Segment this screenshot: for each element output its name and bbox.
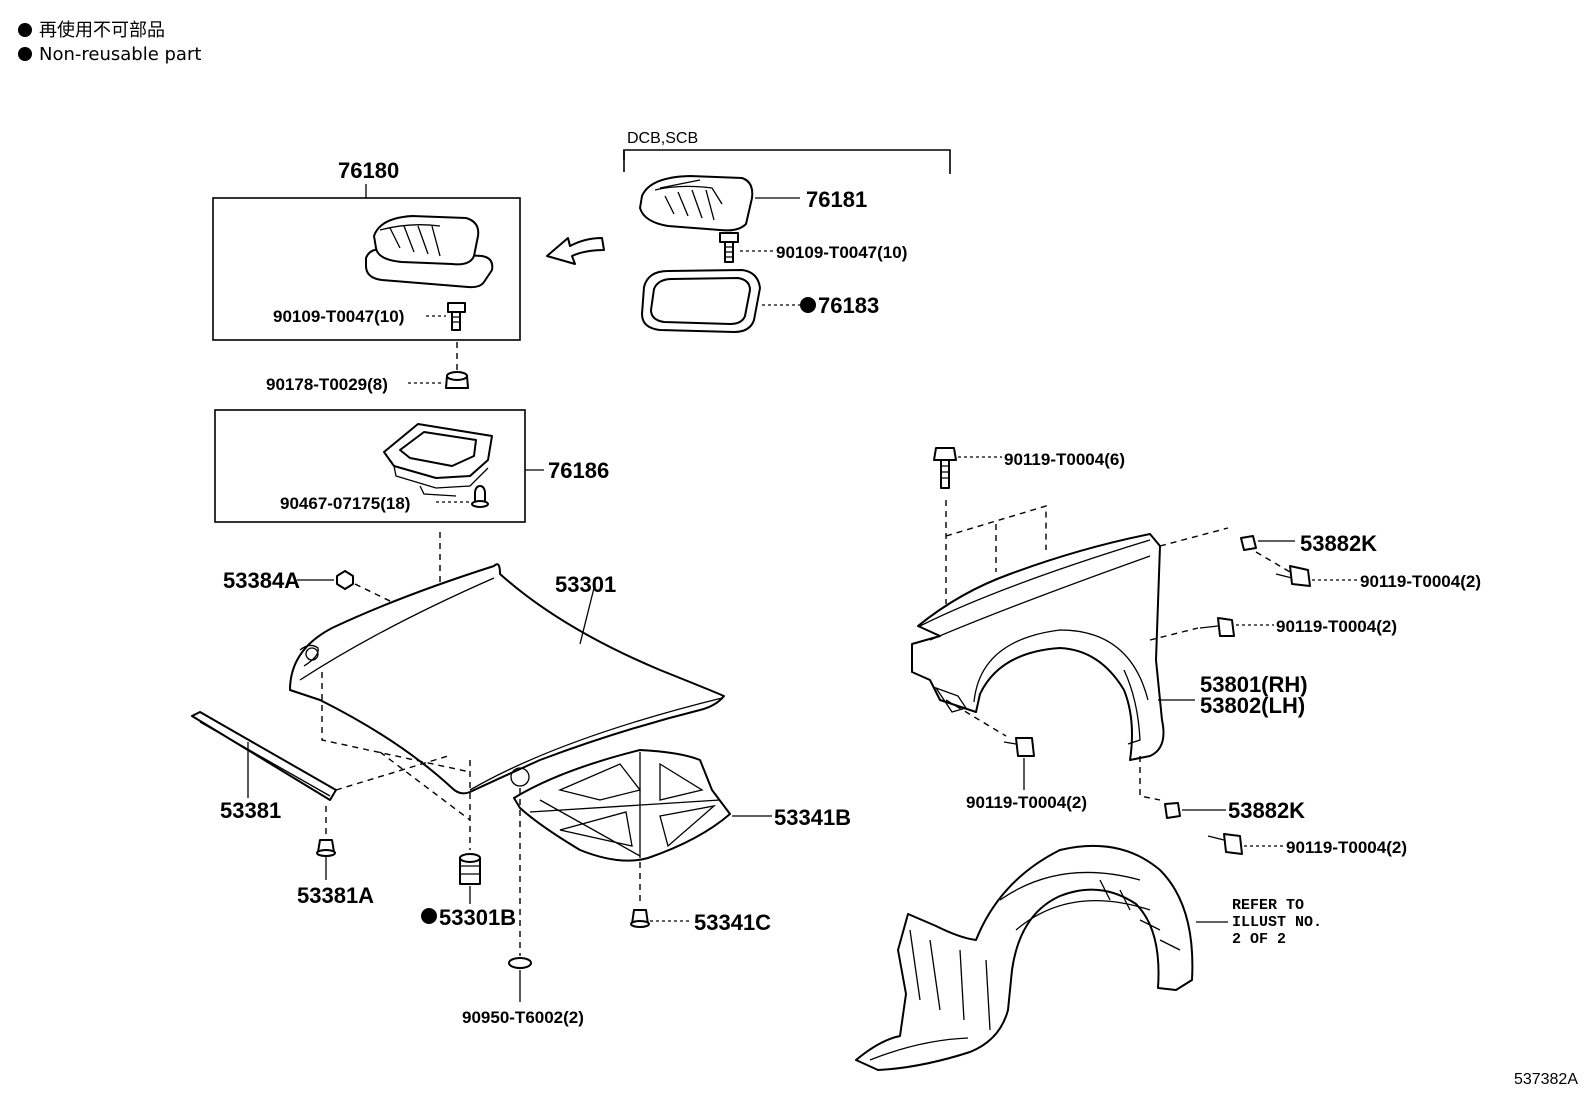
bolt-90119-top (933, 447, 1002, 489)
label-90178: 90178-T0029(8) (266, 375, 388, 394)
label-90109-group: 90109-T0047(10) (776, 243, 907, 262)
box-76186 (214, 409, 526, 523)
plug-90950 (508, 957, 532, 1002)
non-reusable-dot-icon (421, 908, 437, 924)
clip-53384A (297, 570, 393, 603)
label-53381: 53381 (220, 798, 281, 823)
hood-scoop-assembly (365, 215, 494, 289)
bolt-90119-a (1255, 551, 1358, 587)
bolt-90109-group (719, 232, 773, 263)
label-90467: 90467-07175(18) (280, 494, 410, 513)
label-53341C: 53341C (694, 910, 771, 935)
legend-english-text: Non-reusable part (39, 44, 202, 65)
clip-53341C (630, 909, 692, 928)
bolt-90119-c (1003, 737, 1035, 790)
label-76181: 76181 (806, 187, 867, 212)
label-90119-a: 90119-T0004(2) (1360, 572, 1481, 591)
label-90119-b: 90119-T0004(2) (1276, 617, 1397, 636)
scoop-seal-76186 (383, 423, 493, 497)
clip-90467 (436, 485, 489, 508)
dcb-scb-group: DCB,SCB (623, 130, 951, 174)
non-reusable-dot-icon (18, 23, 32, 37)
group-label: DCB,SCB (627, 130, 698, 147)
label-53384A: 53384A (223, 568, 300, 593)
gasket-76183 (641, 269, 816, 333)
bolt-90119-d (1207, 833, 1284, 855)
nut-90178 (408, 371, 469, 389)
label-53802: 53802(LH) (1200, 693, 1305, 718)
label-53301B: 53301B (439, 905, 516, 930)
label-53882K-upper: 53882K (1300, 531, 1377, 556)
legend-japanese-text: 再使用不可部品 (39, 20, 165, 41)
label-90119-c: 90119-T0004(2) (966, 793, 1087, 812)
label-53381A: 53381A (297, 883, 374, 908)
non-reusable-dot-icon (18, 47, 32, 61)
diagram-id: 537382A (1513, 1071, 1578, 1088)
refer-note-line-1: REFER TO (1232, 897, 1304, 914)
bolt-90119-b (1199, 617, 1274, 637)
insulator-53341B (513, 749, 772, 862)
hood-scoop-76181 (639, 175, 800, 232)
refer-note-line-2: ILLUST NO. (1232, 914, 1322, 931)
clip-53381A (316, 839, 336, 880)
label-90119-top: 90119-T0004(6) (1004, 450, 1125, 469)
fender-liner (855, 844, 1228, 1071)
label-53882K-lower: 53882K (1228, 798, 1305, 823)
label-76186: 76186 (548, 458, 609, 483)
nut-53882K-lower (1164, 802, 1226, 819)
refer-note-line-3: 2 OF 2 (1232, 931, 1286, 948)
legend-english: Non-reusable part (18, 44, 201, 66)
rail-53381 (191, 711, 449, 801)
label-53801: 53801(RH) (1200, 672, 1308, 697)
non-reusable-dot-icon (800, 297, 816, 313)
label-90119-d: 90119-T0004(2) (1286, 838, 1407, 857)
legend-japanese: 再使用不可部品 (18, 20, 165, 42)
label-76180: 76180 (338, 158, 399, 183)
label-53301: 53301 (555, 572, 616, 597)
label-53341B: 53341B (774, 805, 851, 830)
cushion-53301B (421, 853, 481, 924)
label-90109-box: 90109-T0047(10) (273, 307, 404, 326)
hood-53301 (289, 563, 725, 795)
fender-53801 (911, 533, 1165, 761)
nut-53882K-upper (1240, 535, 1295, 551)
arrow-left-icon (546, 237, 605, 265)
group-bracket (623, 149, 951, 174)
label-76183: 76183 (818, 293, 879, 318)
label-90950: 90950-T6002(2) (462, 1008, 584, 1027)
bolt-90109-box (426, 302, 466, 331)
